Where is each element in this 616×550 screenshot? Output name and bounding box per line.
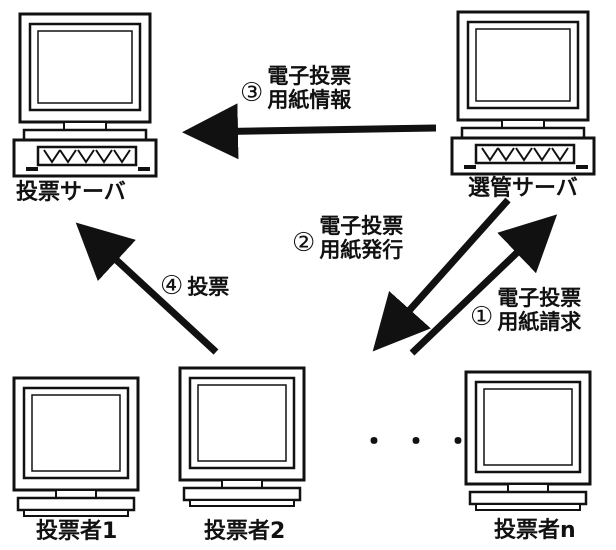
voter1-label: 投票者1 [36,519,118,544]
step3-line2: 用紙情報 [267,88,352,113]
voter2-label: 投票者2 [204,519,286,544]
step1-line2: 用紙請求 [497,310,582,335]
vote-server-computer-icon [12,12,158,178]
vote-server-label: 投票サーバ [16,180,126,205]
arrow-step1 [409,214,558,356]
step4-line1: 投票 [187,275,230,299]
voter2-computer-icon [178,366,306,508]
election-server-label: 選管サーバ [468,176,578,201]
arrow-step3 [182,103,437,160]
voter1-computer-icon [12,376,140,518]
step1-line1: 電子投票 [497,286,582,310]
step2-line2: 用紙発行 [319,238,404,263]
step2-number: ② [292,228,316,258]
step3-number: ③ [240,78,264,108]
election-server-computer-icon [450,10,596,176]
step2-line1: 電子投票 [319,214,404,238]
step3-line1: 電子投票 [267,64,352,88]
voterN-label: 投票者n [494,518,576,543]
arrow-step4 [75,222,219,355]
arrow-step2 [372,197,511,352]
step4-number: ④ [160,271,184,301]
ellipsis: ・・・ [360,425,487,458]
step1-number: ① [470,302,494,332]
